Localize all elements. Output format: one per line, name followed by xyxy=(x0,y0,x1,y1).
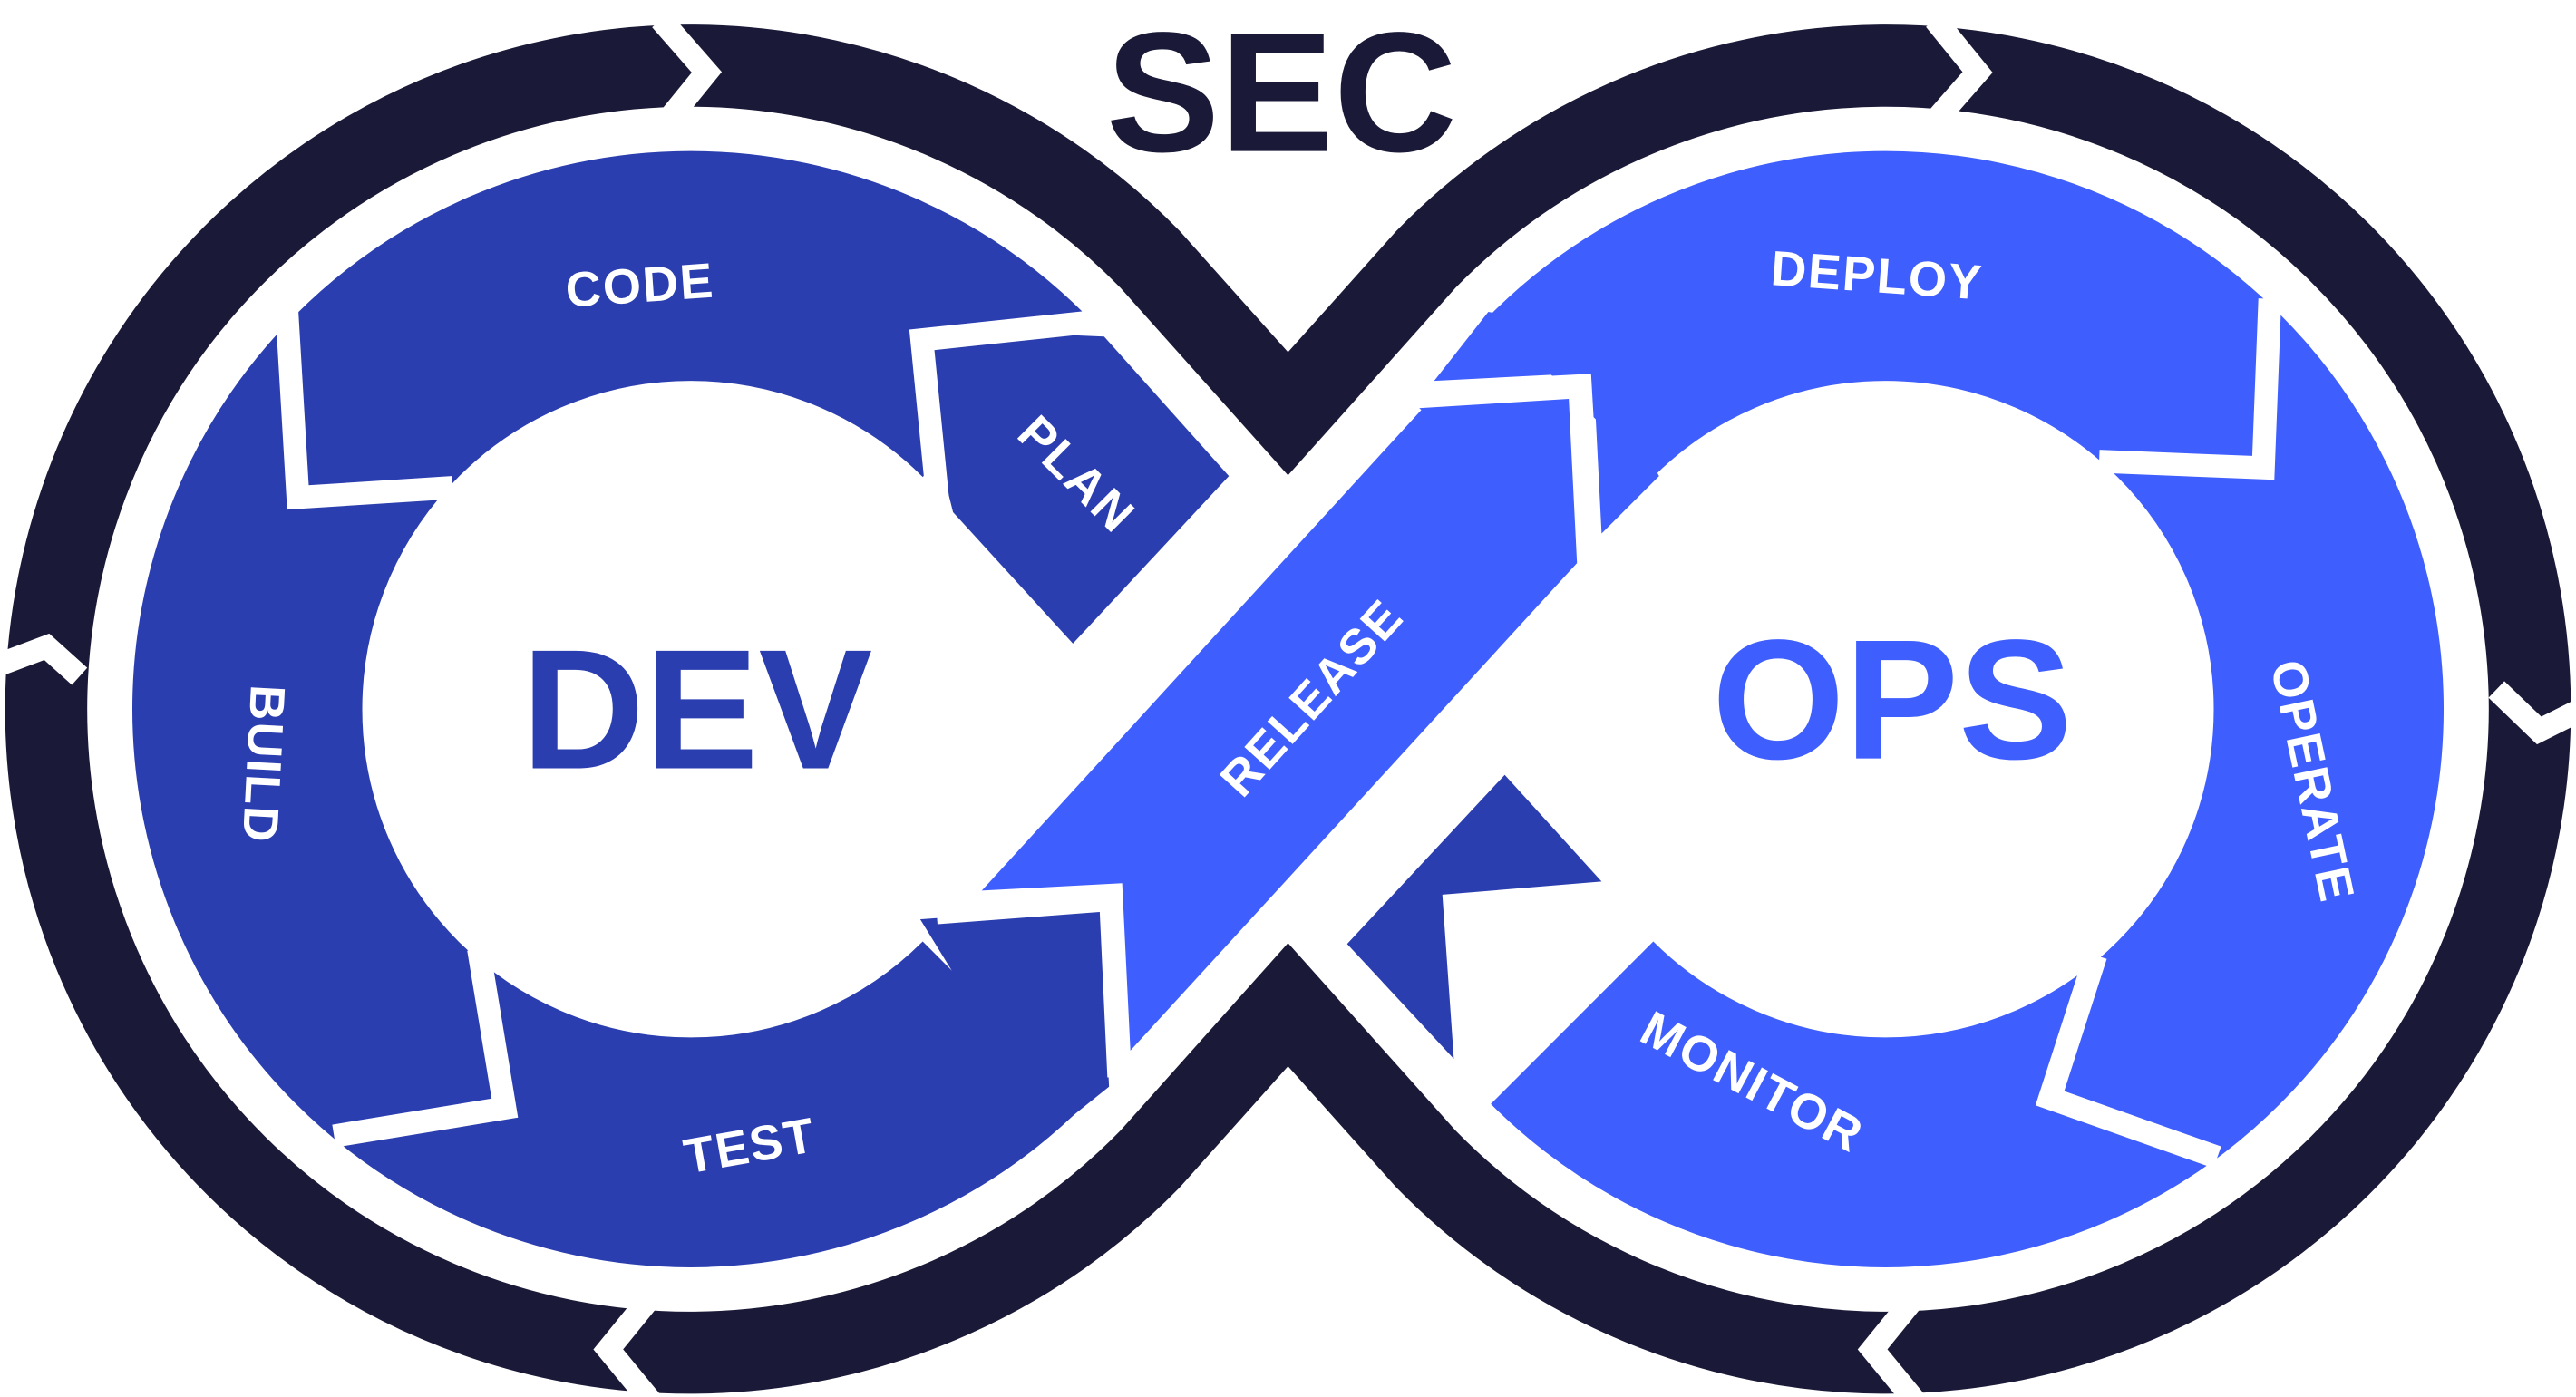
stage-label-build: BUILD xyxy=(232,684,296,845)
monitor-segment xyxy=(1346,774,1602,1059)
ops-title: OPS xyxy=(1712,605,2073,795)
plan-segment xyxy=(911,328,1230,644)
dev-title: DEV xyxy=(521,614,872,804)
sec-title: SEC xyxy=(1106,0,1457,188)
release-band xyxy=(966,399,1578,1051)
sec-outer-ring xyxy=(5,24,2571,1394)
test-arrow-tip xyxy=(919,906,1110,1133)
outer-ring-arrow-gaps xyxy=(0,12,2576,1397)
dev-ring xyxy=(132,150,1085,1267)
ops-ring xyxy=(1491,150,2444,1267)
segment-gaps xyxy=(275,298,2282,1169)
stage-label-code: CODE xyxy=(564,253,716,318)
deploy-start xyxy=(1434,312,1659,534)
